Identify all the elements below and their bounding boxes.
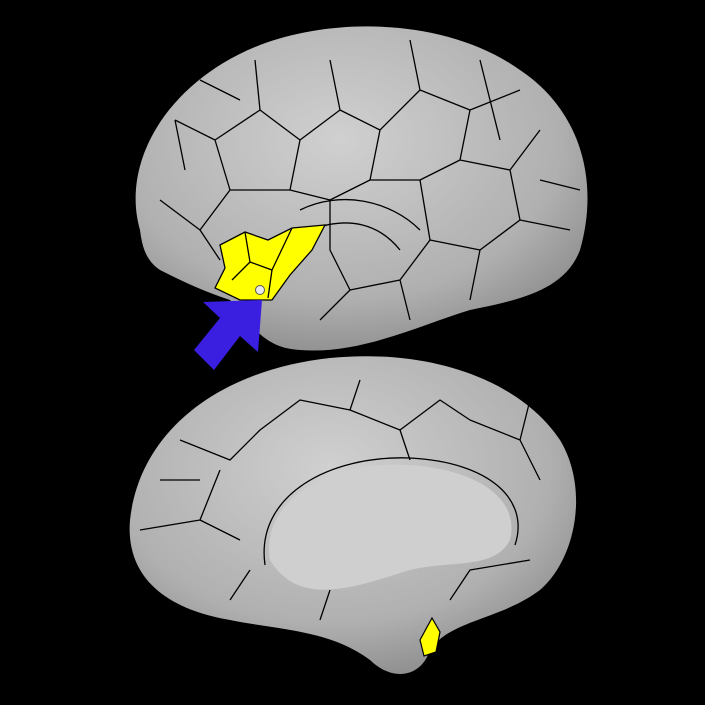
lateral-hemisphere <box>135 26 588 351</box>
medial-hemisphere <box>129 356 577 674</box>
highlighted-region <box>214 224 327 301</box>
marker-dot <box>255 285 265 295</box>
highlighted-region-medial <box>419 616 441 657</box>
arrow-icon <box>194 300 262 370</box>
corpus-callosum-area <box>269 464 512 590</box>
